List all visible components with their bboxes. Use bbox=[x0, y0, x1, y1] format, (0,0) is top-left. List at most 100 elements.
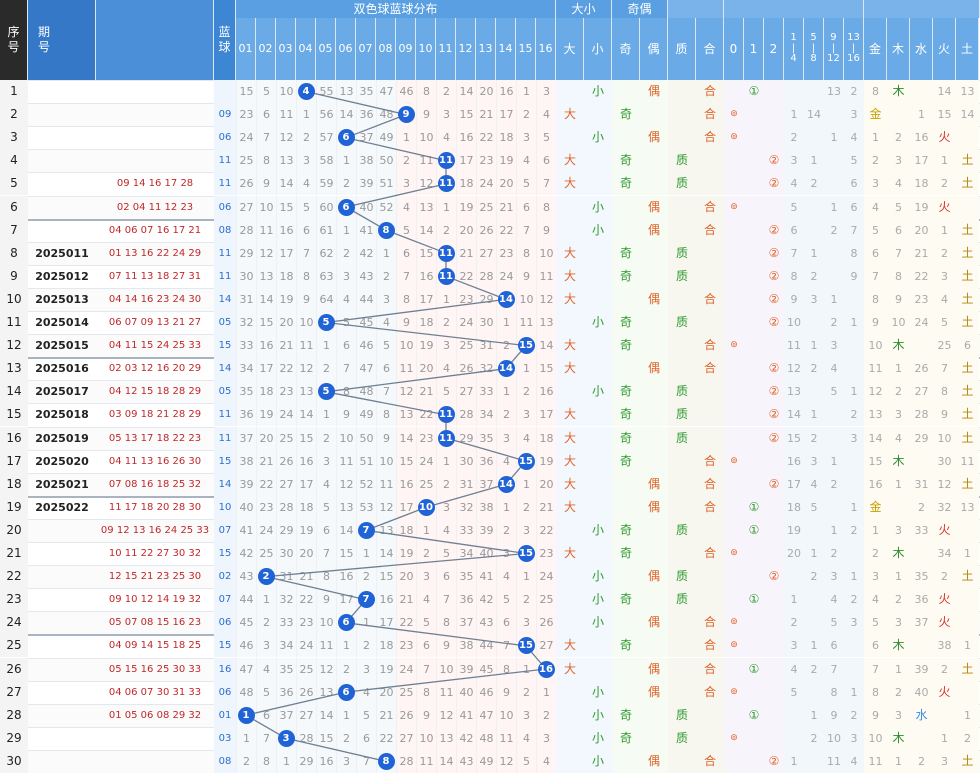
remainder-2 bbox=[764, 126, 784, 150]
miss-value: 14 bbox=[396, 426, 416, 450]
miss-value: 57 bbox=[316, 126, 336, 150]
header-num-11: 11 bbox=[436, 18, 456, 80]
element-tu: 土 bbox=[956, 172, 979, 196]
miss-value: 8 bbox=[396, 287, 416, 311]
size-small: 小 bbox=[584, 380, 612, 404]
row-red-balls: 05 13 17 18 22 23 bbox=[108, 432, 202, 444]
element-miss: 1 bbox=[933, 218, 956, 242]
row-red-balls: 04 11 13 16 26 30 bbox=[108, 455, 202, 467]
miss-value: 18 bbox=[256, 380, 276, 404]
blue-ball-marker: 6 bbox=[337, 683, 355, 701]
range-group-miss: 3 bbox=[824, 334, 844, 358]
parity-odd bbox=[612, 218, 640, 242]
range-group-miss: 13 bbox=[784, 380, 804, 404]
element-miss: 4 bbox=[933, 287, 956, 311]
miss-value: 27 bbox=[276, 472, 296, 496]
element-miss: 10 bbox=[887, 311, 910, 334]
miss-value: 1 bbox=[336, 218, 356, 242]
element-miss: 20 bbox=[910, 218, 933, 242]
miss-value: 2 bbox=[376, 264, 396, 288]
element-miss: 27 bbox=[910, 380, 933, 404]
parity-even bbox=[640, 380, 668, 404]
miss-value: 50 bbox=[356, 426, 376, 450]
composite-cell bbox=[696, 426, 724, 450]
parity-even: 偶 bbox=[640, 218, 668, 242]
miss-value: 14 bbox=[336, 103, 356, 127]
element-miss bbox=[910, 334, 933, 358]
miss-value: 8 bbox=[416, 80, 436, 103]
miss-value: 2 bbox=[396, 149, 416, 173]
miss-value: 21 bbox=[456, 241, 476, 265]
prime-cell bbox=[668, 195, 696, 219]
miss-value: 39 bbox=[236, 472, 256, 496]
remainder-2: ② bbox=[764, 403, 784, 427]
miss-value: 6 bbox=[536, 149, 556, 173]
row-red-balls: 07 08 16 18 25 32 bbox=[108, 478, 202, 490]
element-miss: 3 bbox=[864, 172, 887, 196]
remainder-0: ⊚ bbox=[724, 126, 744, 150]
parity-odd bbox=[612, 287, 640, 311]
size-big: 大 bbox=[556, 403, 584, 427]
miss-value: 20 bbox=[476, 80, 496, 103]
size-big bbox=[556, 80, 584, 103]
parity-odd: 奇 bbox=[612, 380, 640, 404]
miss-value: 23 bbox=[476, 149, 496, 173]
row-seq: 14 bbox=[0, 380, 28, 404]
miss-value: 11 bbox=[536, 264, 556, 288]
header-num-02: 02 bbox=[256, 18, 276, 80]
element-miss: 22 bbox=[910, 264, 933, 288]
element-miss: 11 bbox=[956, 449, 979, 473]
row-blue-value: 11 bbox=[214, 172, 236, 196]
miss-value: 14 bbox=[456, 80, 476, 103]
miss-value: 6 bbox=[396, 241, 416, 265]
element-miss: 6 bbox=[864, 241, 887, 265]
miss-value: 46 bbox=[356, 334, 376, 358]
size-big bbox=[556, 195, 584, 219]
miss-value: 64 bbox=[316, 287, 336, 311]
remainder-0 bbox=[724, 403, 744, 427]
composite-cell bbox=[696, 264, 724, 288]
blue-ball-marker: 8 bbox=[377, 221, 395, 239]
element-miss: 9 bbox=[887, 287, 910, 311]
miss-value: 19 bbox=[496, 149, 516, 173]
element-miss: 2 bbox=[933, 172, 956, 196]
miss-value: 6 bbox=[336, 334, 356, 358]
row-seq: 7 bbox=[0, 218, 28, 242]
parity-even: 偶 bbox=[640, 80, 668, 103]
composite-cell: 合 bbox=[696, 218, 724, 242]
parity-odd: 奇 bbox=[612, 426, 640, 450]
miss-value: 30 bbox=[476, 311, 496, 334]
range-group-miss: 1 bbox=[804, 334, 824, 358]
header-red-balls bbox=[96, 0, 214, 80]
element-miss: 2 bbox=[887, 126, 910, 150]
row-blue-value: 14 bbox=[214, 357, 236, 381]
range-group-miss: 2 bbox=[804, 357, 824, 381]
header-prime-group bbox=[668, 0, 724, 18]
remainder-0: ⊚ bbox=[724, 449, 744, 473]
element-miss: 26 bbox=[910, 357, 933, 381]
remainder-0: ⊚ bbox=[724, 103, 744, 127]
header-blue-distribution: 双色球蓝球分布 bbox=[236, 0, 556, 18]
parity-odd: 奇 bbox=[612, 264, 640, 288]
miss-value: 8 bbox=[336, 380, 356, 404]
element-mu: 木 bbox=[887, 334, 910, 358]
element-jin: 金 bbox=[864, 103, 887, 127]
miss-value: 10 bbox=[516, 287, 536, 311]
miss-value: 3 bbox=[396, 172, 416, 196]
miss-value: 12 bbox=[256, 241, 276, 265]
miss-value: 20 bbox=[416, 357, 436, 381]
miss-value: 11 bbox=[516, 311, 536, 334]
miss-value: 9 bbox=[296, 287, 316, 311]
range-group-miss: 1 bbox=[784, 103, 804, 127]
size-small bbox=[584, 426, 612, 450]
remainder-1 bbox=[744, 218, 764, 242]
miss-value: 17 bbox=[416, 287, 436, 311]
header-rem-0: 0 bbox=[724, 18, 744, 80]
miss-value: 9 bbox=[256, 172, 276, 196]
element-miss: 11 bbox=[864, 357, 887, 381]
remainder-0 bbox=[724, 218, 744, 242]
size-small bbox=[584, 287, 612, 311]
miss-value: 22 bbox=[276, 357, 296, 381]
range-group-miss: 16 bbox=[784, 449, 804, 473]
range-group-hit bbox=[804, 126, 824, 150]
